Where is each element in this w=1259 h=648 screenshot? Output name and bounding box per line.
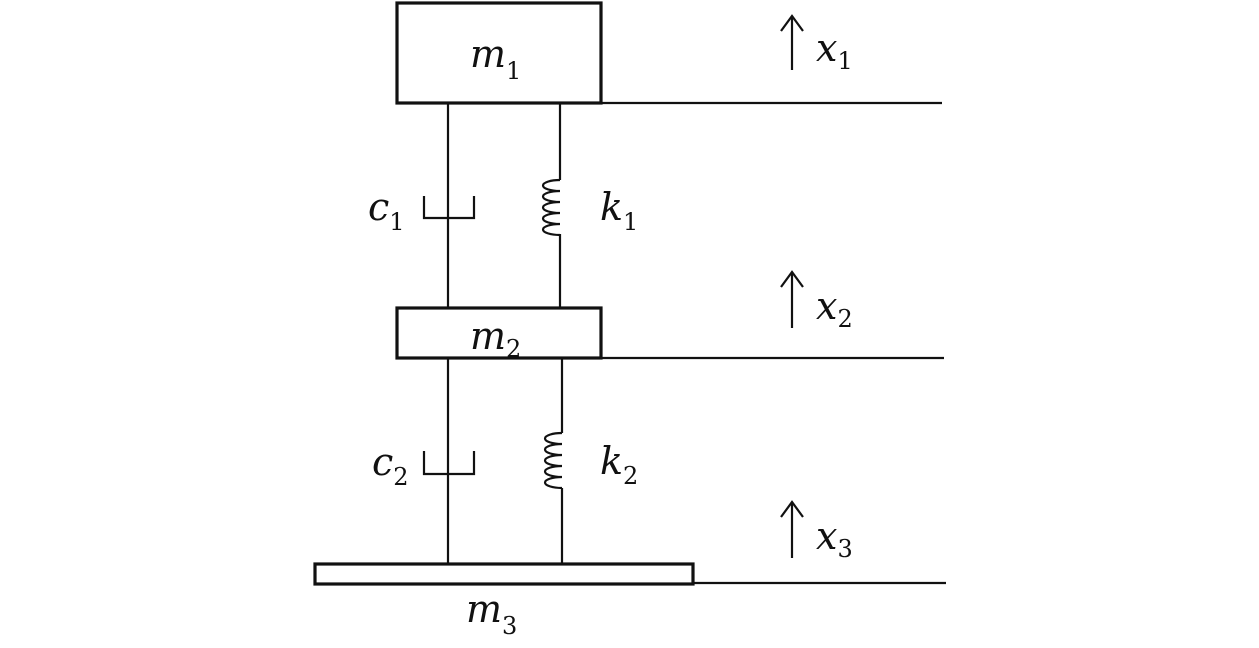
label-c2: c2 <box>372 440 409 491</box>
arrow-up-icon-x2 <box>780 270 804 328</box>
mass-m1-block <box>395 1 603 105</box>
spring-k1 <box>541 104 562 308</box>
label-m1: m1 <box>470 32 521 85</box>
damper-c1 <box>422 104 476 308</box>
arrow-up-icon-x1 <box>780 14 804 70</box>
label-m2: m2 <box>470 314 521 363</box>
damper-c2 <box>422 359 476 564</box>
label-x3: x3 <box>816 514 853 563</box>
label-m3: m3 <box>466 587 517 640</box>
arrow-up-icon-x3 <box>780 500 804 558</box>
label-k2: k2 <box>600 439 638 490</box>
mass-m2-block <box>395 306 603 360</box>
spring-k2 <box>543 359 564 564</box>
label-c1: c1 <box>368 185 405 236</box>
mass-m3-block <box>313 562 695 586</box>
label-k1: k1 <box>600 185 638 236</box>
label-x2: x2 <box>816 284 853 333</box>
label-x1: x1 <box>816 26 853 75</box>
